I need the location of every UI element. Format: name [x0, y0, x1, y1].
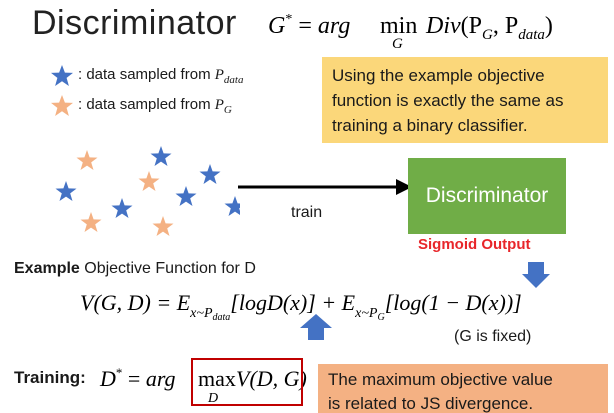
down-arrow-icon [522, 262, 550, 288]
orange-star-icon [152, 216, 174, 236]
orange-star-icon [76, 150, 98, 170]
sigmoid-output-label: Sigmoid Output [418, 236, 531, 253]
objective-formula: V(G, D) = Ex~Pdata[logD(x)] + Ex~PG[log(… [80, 290, 522, 323]
orange-star-icon [138, 171, 160, 191]
svg-text:G: G [392, 36, 403, 50]
blue-star-icon [175, 186, 197, 206]
note-line: is related to JS divergence. [328, 394, 534, 413]
svg-text:Div(PG, Pdata): Div(PG, Pdata) [425, 13, 553, 43]
blue-star-icon [150, 146, 172, 166]
svg-text:min: min [380, 13, 417, 39]
max-highlight-box [191, 358, 303, 406]
svg-text:max: max [198, 366, 236, 391]
note-line: training a binary classifier. [332, 116, 528, 135]
note-line: Using the example objective [332, 66, 545, 85]
orange-star-icon [80, 212, 102, 232]
svg-text:V(D, G): V(D, G) [236, 366, 307, 391]
note-line: The maximum objective value [328, 370, 553, 389]
train-label: train [291, 204, 323, 221]
blue-star-icon [111, 198, 133, 218]
data-scatter [55, 146, 240, 236]
legend-real-data: : data sampled from Pdata [50, 64, 243, 90]
svg-text:D* = arg: D* = arg [99, 365, 176, 391]
train-arrow-icon [238, 179, 412, 195]
blue-star-icon [51, 65, 73, 86]
title-formula: G* = arg min G Div(PG, Pdata) [268, 12, 553, 50]
classifier-note: Using the example objective function is … [322, 57, 608, 143]
blue-star-icon [224, 196, 240, 216]
g-fixed-note: (G is fixed) [454, 328, 532, 345]
legend-generated-data: : data sampled from PG [50, 94, 232, 120]
discriminator-block: Discriminator [408, 158, 566, 234]
blue-star-icon [199, 164, 221, 184]
note-line: function is exactly the same as [332, 91, 564, 110]
orange-star-icon [51, 95, 73, 116]
svg-text:G* = arg: G* = arg [268, 12, 350, 39]
blue-star-icon [55, 181, 77, 201]
svg-text:D: D [207, 391, 218, 406]
objective-heading: Example Objective Function for D [14, 260, 256, 277]
up-arrow-icon [300, 314, 332, 340]
js-divergence-note: The maximum objective value is related t… [318, 364, 608, 413]
legend-real-label: : data sampled from Pdata [78, 66, 244, 86]
training-label: Training: [14, 368, 86, 387]
slide-title: Discriminator [32, 4, 237, 42]
legend-generated-label: : data sampled from PG [78, 96, 232, 116]
svg-text:V(G, D) = Ex~Pdata[logD(x)] +: V(G, D) = Ex~Pdata[logD(x)] + Ex~PG[log(… [80, 290, 522, 323]
discriminator-label: Discriminator [425, 184, 549, 207]
training-formula: D* = arg max D V(D, G) [99, 365, 307, 406]
